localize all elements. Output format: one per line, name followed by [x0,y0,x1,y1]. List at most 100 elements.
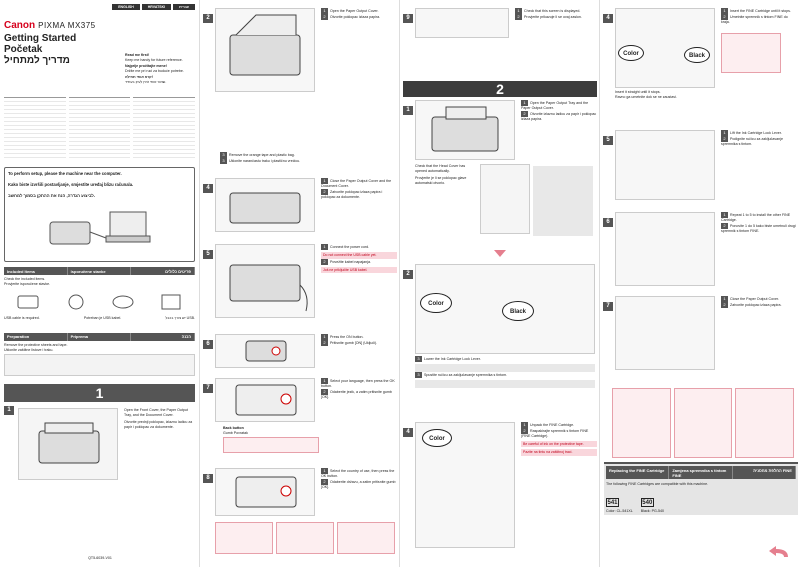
keep-handy-en: Keep me handy for future reference. [125,57,183,62]
included-text-en: Check the included items. [4,277,46,282]
c3-step-4-warn-hr: Pazite na tintu na zaštitnoj traci. [521,449,597,456]
c4-step-5-illustration [615,130,715,200]
c3-step-9-en: Check that this screen is displayed. [524,9,581,13]
replacing-title-he: החלפת מחסנית FINE [733,466,796,479]
color-cartridge-label: Color [422,429,452,447]
c2-step-7-en: Select your language, then press the OK … [321,379,395,388]
c2-step-5-warn-en: Do not connect the USB cable yet. [321,252,397,259]
c3-step-3-en: Lower the Ink Cartridge Lock Lever. [424,357,481,361]
back-button-label-en: Back button [223,426,244,430]
c3-step-4-en: Unpack the FINE Cartridge. [530,423,575,427]
c4-step-5-num: 5 [603,136,613,145]
prep-title-he: הכנה [131,332,196,341]
c3-step-9-num: 9 [403,14,413,23]
c2-step-7-hr: Odaberite jezik, a zatim pritisnite gumb… [321,389,392,399]
usb-required-he: יש צורך בכבל USB. [165,316,195,321]
cartridge-color-code: 541 [606,497,619,507]
prep-text-hr: Uklonite zaštitne listove i traku. [4,347,54,352]
c3-s2-step-1-illustration [415,100,515,160]
c2-step-7-num: 7 [203,384,213,393]
setup-illustration [8,198,191,258]
c4-step-7-illustration [615,296,715,370]
c3-s2-step-1-hr: Otvorite izlaznu ladicu za papir i poklo… [521,111,597,121]
c2-step-2-hr: Otvorite poklopac izlaza papira. [330,15,381,19]
title-hr: Početak [4,44,43,55]
c3-step-4-warn-en: Be careful of ink on the protective tape… [521,440,597,448]
s1-step-1-illustration [18,408,118,481]
c2-step-6-en: Press the ON button. [330,335,364,339]
replacing-title-en: Replacing the FINE Cartridge [606,466,670,479]
c3-step-2-illustration: Color Black [415,264,595,354]
title-he: מדריך למתחיל [4,55,70,66]
c4-step-1-num: 4 [603,14,613,23]
c2-step-5-warn-hr: Još ne priključite USB kabel. [321,266,397,274]
c4-step-7-en: Close the Paper Output Cover. [730,297,779,301]
setup-box: To perform setup, please the machine nea… [4,166,195,263]
c2-step-5-illustration [215,244,315,318]
c3-step-9-hr: Provjerite prikazuje li se ovaj zaslon. [524,15,582,19]
c4-no-tilt-illustration [721,32,781,73]
lang-croatian[interactable]: HRVATSKI [141,4,172,10]
c2-step-4-hr: Zatvorite poklopac izlaza papira i poklo… [321,189,383,199]
back-button-label-hr: Gumb Povratak [223,430,248,435]
c2-step-4-num: 4 [203,184,213,193]
c4-step-6-en: Repeat 1 to 5 to install the other FINE … [721,213,791,222]
c4-step-5-en: Lift the Ink Cartridge Lock Lever. [730,131,782,135]
s1-step-1-hr: Otvorite prednji poklopac, izlaznu ladic… [124,420,193,429]
c2-step-8-illustration [215,468,315,516]
c3-head-cover-note-en: Check that the Head Cover has opened aut… [415,164,466,173]
c3-step-2-num: 2 [403,270,413,279]
c4-insert-straight-hr: Ravno ga umetnite dok se ne zaustavi. [615,94,677,99]
model-name: PIXMA MX375 [38,21,96,30]
setup-he: לביצוע הגדרה, הנח את ההתקן בסמוך למחשב. [8,192,95,198]
c3-s2-step-1-num: 1 [403,106,413,115]
color-bubble-label: Color [420,293,452,313]
keep-handy-hr: Držite me pri ruci za buduće potrebe. [125,68,184,73]
usb-required-hr: Potreban je USB kabel. [83,316,122,321]
c2-step-4-illustration [215,178,315,232]
black-slot-label: Black [684,47,710,63]
included-title-hr: Isporučene stavke [68,267,132,276]
preparation-header: Preparation Priprema הכנה [4,332,196,341]
black-bubble-label: Black [502,301,534,321]
c2-step-5-en: Connect the power cord. [330,245,370,249]
read-first-en: Read me first! [125,53,149,57]
section-1-banner: 1 [4,384,195,403]
c2-step-4-en: Close the Paper Output Cover and the Doc… [321,179,392,188]
c2-step-5-hr: Povežite kabel napajanja. [330,259,371,264]
read-first-hr: Najprije pročitajte mene! [125,64,167,69]
c2-step-2-illustration [215,8,315,92]
c3-s2-step-1-en: Open the Paper Output Tray and the Paper… [521,101,589,110]
prep-title-en: Preparation [4,332,68,341]
c2-step-6-hr: Pritisnite gumb [ON] (Uključi). [330,341,378,345]
color-slot-label: Color [618,45,644,61]
s1-step-1-num: 1 [4,406,14,416]
lang-english[interactable]: ENGLISH [112,4,140,10]
c4-step-5-hr: Podignite ručicu za zaključavanje spremn… [721,137,783,146]
c3-head-cover-note-hr: Provjerite je li se poklopac glave autom… [415,176,467,185]
c2-step-7-redbox [223,437,319,454]
lang-hebrew[interactable]: עברית [173,4,195,10]
c2-step-2-en: Open the Paper Output Cover. [330,9,379,13]
usb-required-en: USB cable is required. [4,316,40,321]
replacing-cartridge-section: Replacing the FINE Cartridge Zamjena spr… [604,462,798,516]
c3-step-4-illustration: Color [415,422,515,548]
c4-note-boxes [612,388,795,458]
included-text-hr: Provjerite isporučene stavke. [4,281,51,286]
return-arrow-icon [766,545,792,561]
c2-step-8-redboxes [215,522,395,554]
s1-step-1-en: Open the Front Cover, the Paper Output T… [124,408,188,417]
down-arrow [494,250,506,257]
c4-step-7-num: 7 [603,302,613,311]
included-title-he: פריטים כלולים [131,267,196,276]
replacing-text: The following FINE Cartridges are compat… [606,482,709,486]
section-2-banner: 2 [403,81,597,97]
c3-head-cover-greybox [533,166,593,236]
c3-step-9-screen [415,8,509,38]
preparation-illustration [4,354,195,377]
cartridge-color: 541 Color: CL-541XL [606,491,633,514]
prep-text-en: Remove the protective sheets and tape. [4,342,68,347]
